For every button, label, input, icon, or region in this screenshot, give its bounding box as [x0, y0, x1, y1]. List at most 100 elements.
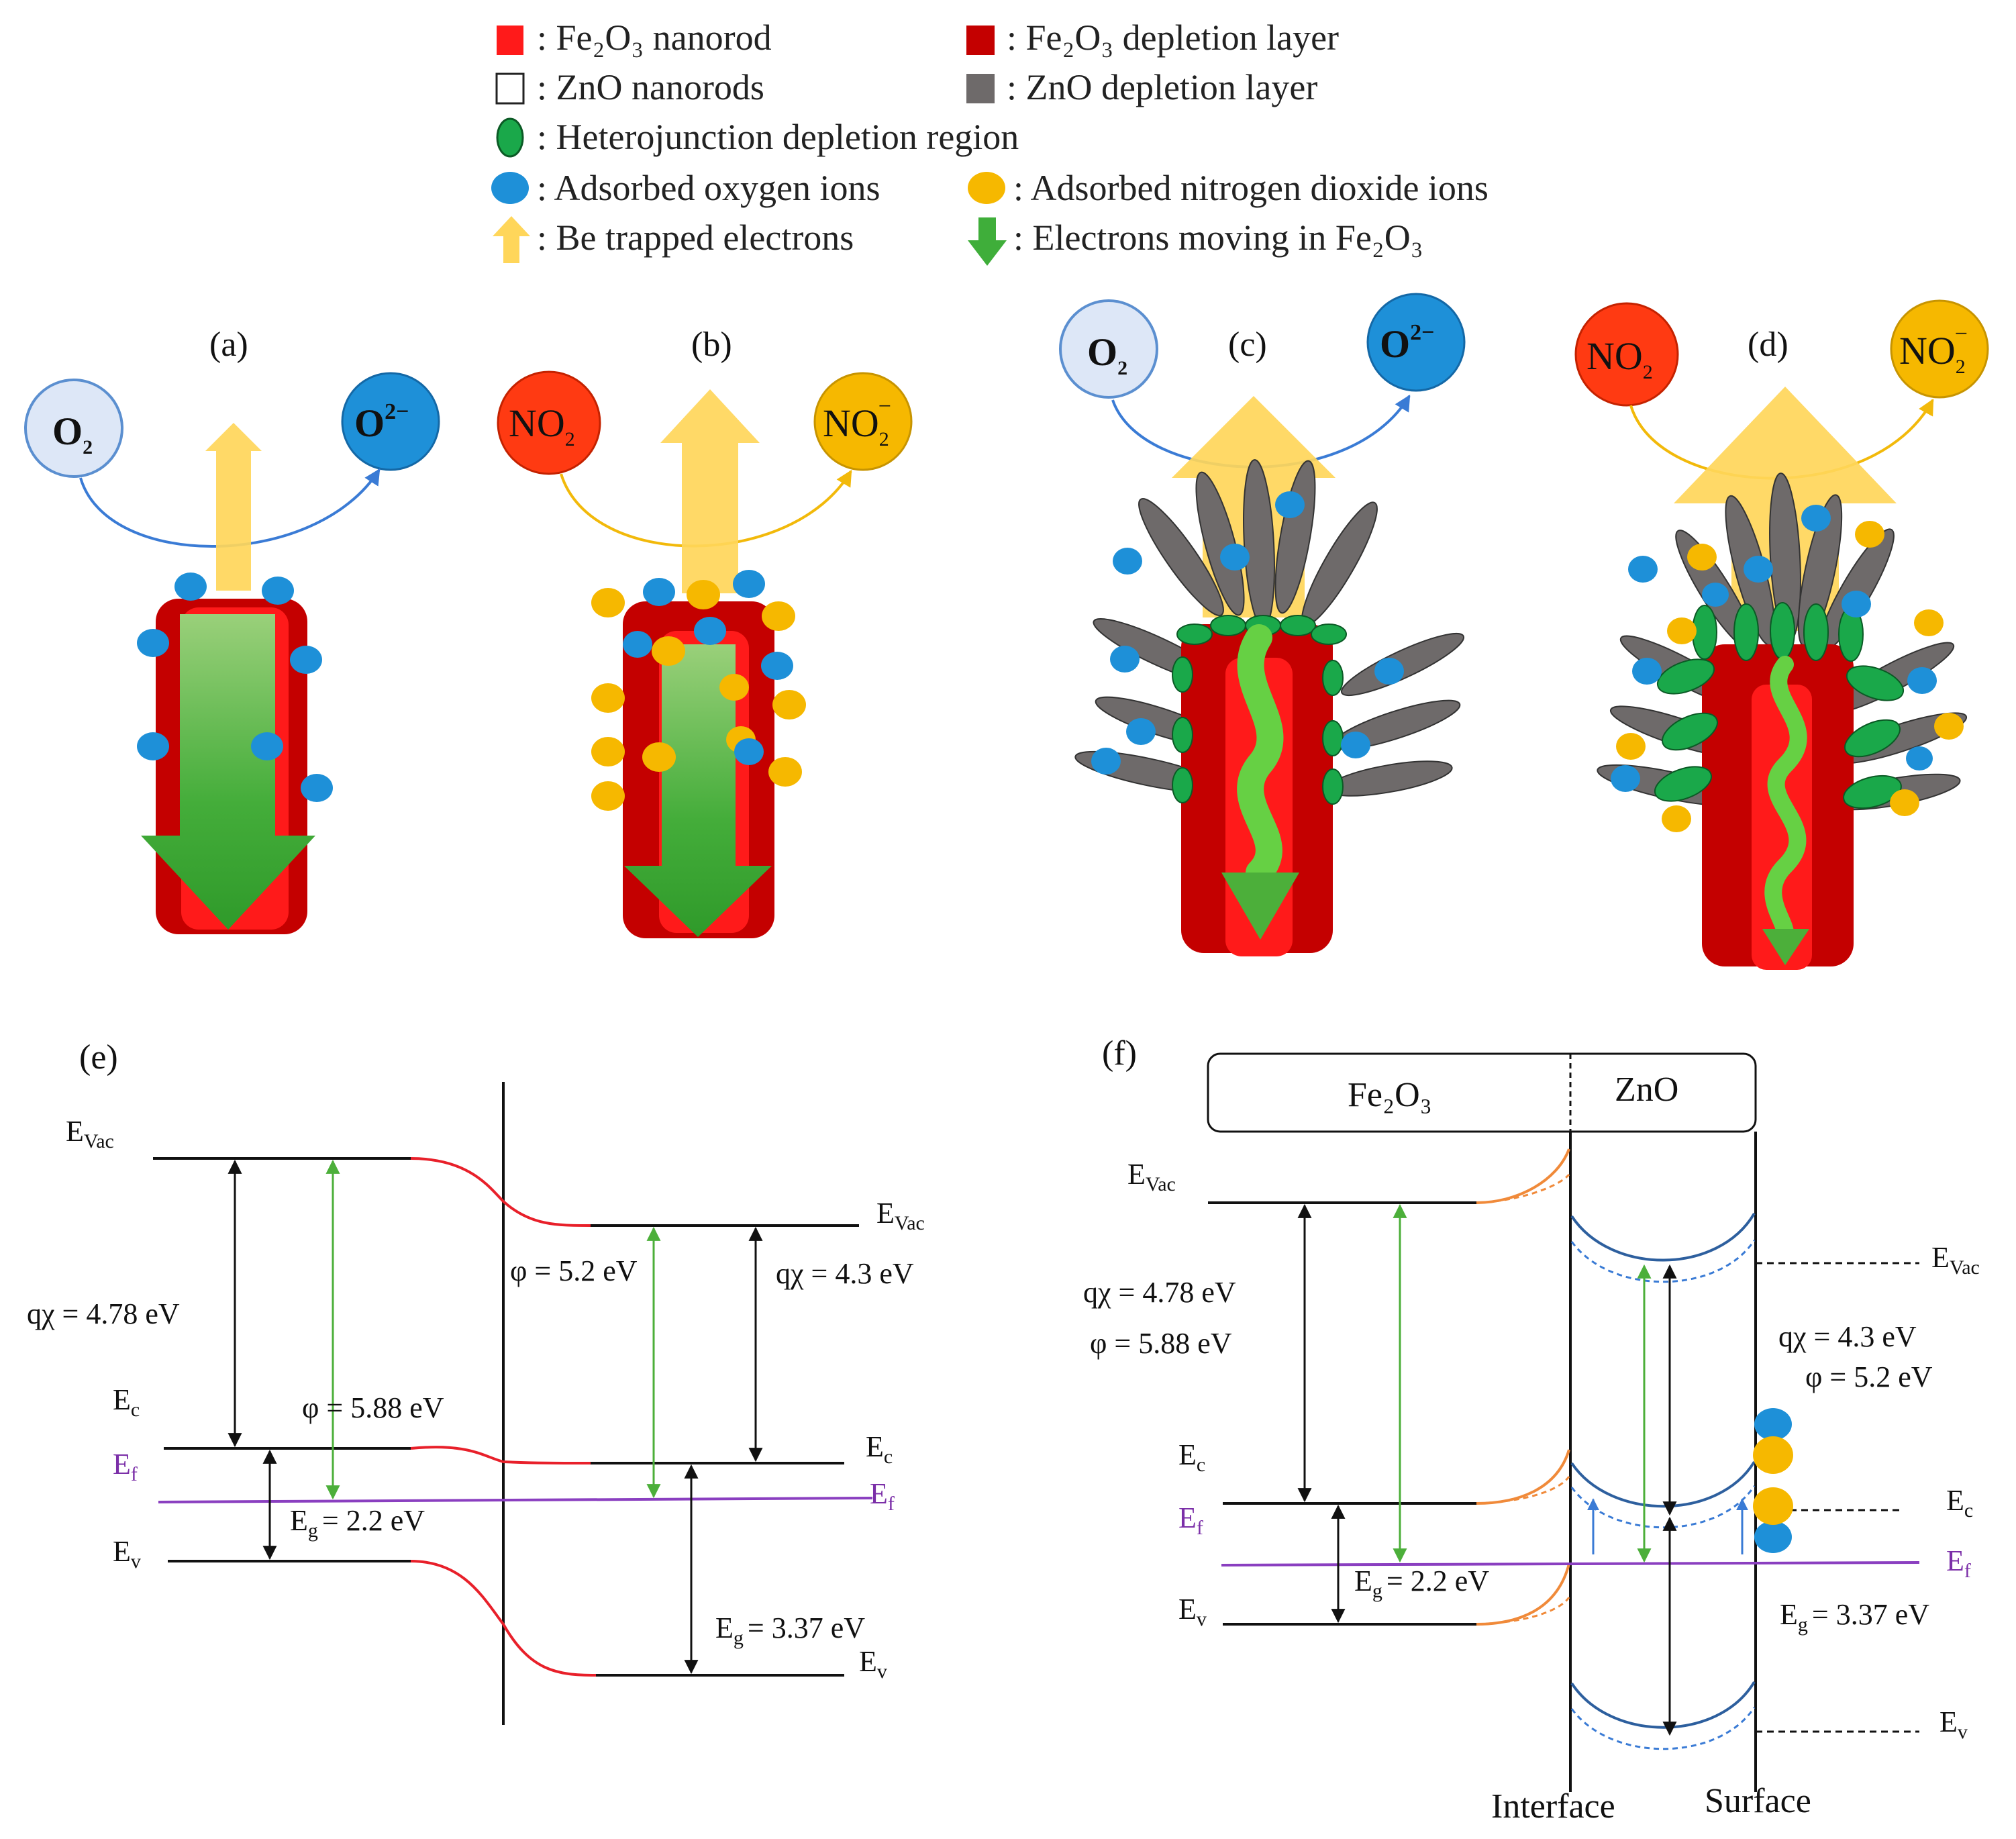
- legend-swatch-no2: [968, 172, 1005, 204]
- eg-left-label: Eg= 2.2 eV: [1354, 1564, 1489, 1602]
- ef-left-label: Ef: [113, 1448, 138, 1485]
- eg-left-label: Eg= 2.2 eV: [290, 1504, 425, 1542]
- legend-heterojunction: : Heterojunction depletion region: [537, 117, 1019, 157]
- ec-left-label: Ec: [113, 1383, 140, 1421]
- ec-bend: [1476, 1449, 1570, 1505]
- qchi-right-label: qχ = 4.3 eV: [1778, 1320, 1917, 1353]
- ev-left-label: Ev: [1178, 1593, 1207, 1630]
- legend-swatch-oxygen: [491, 172, 529, 204]
- eg-right-label: Eg= 3.37 eV: [1780, 1598, 1929, 1636]
- legend-electrons-moving: : Electrons moving in Fe₂O₃: [1013, 217, 1423, 258]
- legend-trapped-electrons: : Be trapped electrons: [537, 217, 854, 258]
- surface-adsorbates: [1753, 1408, 1793, 1553]
- ef-left-label: Ef: [1178, 1501, 1203, 1539]
- o2-ion: [1366, 293, 1466, 392]
- qchi-left-label: qχ = 4.78 eV: [1083, 1276, 1236, 1309]
- zno-ev-curve: [1570, 1681, 1756, 1729]
- no2-label: NO2: [1586, 334, 1653, 383]
- trapped-electron-arrow: [660, 389, 760, 593]
- fe2o3-header: Fe₂O₃: [1348, 1076, 1432, 1114]
- panel-a: (a) O2 O2−: [24, 326, 440, 934]
- no2-ion: [813, 372, 913, 471]
- legend-swatch-trapped-arrow: [493, 216, 530, 263]
- adsorbed-oxygen-ions: [623, 570, 793, 765]
- adsorbed-no2-ions: [591, 580, 806, 811]
- ev-bend-dashed: [1476, 1597, 1570, 1626]
- zno-ev-curve-dashed: [1570, 1707, 1756, 1750]
- no2-molecule: [1574, 302, 1679, 407]
- phi-right-label: φ = 5.2 eV: [1805, 1360, 1933, 1393]
- adsorbed-no2-ions: [1616, 521, 1964, 832]
- o2-ion-label: O2−: [1380, 320, 1435, 366]
- legend-oxygen-ions: : Adsorbed oxygen ions: [537, 168, 880, 208]
- material-header-box: [1207, 1052, 1757, 1133]
- o2-ion: [341, 372, 440, 471]
- adsorbed-oxygen-ions: [137, 573, 333, 802]
- zno-header: ZnO: [1615, 1071, 1678, 1109]
- panel-b: (b) NO2 NO2−: [497, 326, 913, 938]
- legend-swatch-fe2o3-depletion: [966, 26, 995, 55]
- panel-label-a: (a): [209, 326, 248, 364]
- panel-label-f: (f): [1102, 1034, 1137, 1073]
- no2-ion: [1890, 299, 1989, 399]
- o2-molecule: [1059, 299, 1158, 399]
- legend-swatch-fe2o3-nanorod: [497, 26, 523, 55]
- electron-flow-arrowhead: [1762, 929, 1809, 965]
- trapped-electron-arrow: [205, 423, 262, 591]
- ev-bend: [1476, 1563, 1570, 1626]
- o2-label: O2: [1087, 330, 1127, 379]
- legend-zno-depletion: : ZnO depletion layer: [1007, 67, 1317, 107]
- panel-e-band-diagram: (e) EVac Ec Ef Ev qχ = 4.78 eV φ = 5.88 …: [27, 1038, 925, 1725]
- legend-swatch-zno-depletion: [966, 74, 995, 103]
- ev-right-label: Ev: [1939, 1705, 1968, 1743]
- legend-swatch-zno-nanorods: [495, 72, 525, 105]
- o2-ion-label: O2−: [354, 399, 409, 445]
- evac-bend: [1476, 1148, 1570, 1204]
- legend-swatch-heterojunction: [496, 117, 524, 158]
- eg-right-label: Eg= 3.37 eV: [715, 1611, 865, 1649]
- qchi-right-label: qχ = 4.3 eV: [776, 1257, 914, 1290]
- ec-left-label: Ec: [1178, 1438, 1205, 1476]
- phi-left-label: φ = 5.88 eV: [302, 1391, 444, 1424]
- evac-right-label: EVac: [1931, 1241, 1980, 1279]
- electron-flow-arrow: [624, 644, 772, 937]
- ev-bend: [410, 1560, 597, 1677]
- legend-fe2o3-depletion: : Fe₂O₃ depletion layer: [1007, 17, 1339, 58]
- adsorbed-oxygen-ions: [1611, 505, 1937, 792]
- phi-right-label: φ = 5.2 eV: [510, 1254, 638, 1287]
- electron-flow-path: [1237, 624, 1284, 886]
- ev-right-label: Ev: [859, 1645, 887, 1683]
- panel-d: (d) NO2 NO2−: [1574, 299, 1989, 970]
- legend-no2-ions: : Adsorbed nitrogen dioxide ions: [1013, 168, 1489, 208]
- no2-ion-label: NO2−: [823, 394, 891, 450]
- surface-label: Surface: [1705, 1782, 1811, 1820]
- ef-right-label: Ef: [870, 1477, 895, 1515]
- phi-left-label: φ = 5.88 eV: [1090, 1327, 1232, 1360]
- fermi-level: [1221, 1561, 1920, 1567]
- panel-c: (c) O2 O2−: [1059, 293, 1466, 956]
- heterojunction-regions: [1654, 602, 1905, 809]
- ef-right-label: Ef: [1946, 1544, 1971, 1582]
- ec-bend-dashed: [1476, 1476, 1570, 1505]
- electron-flow-path: [1764, 656, 1807, 942]
- electron-flow-arrow: [141, 614, 315, 930]
- reaction-arc: [79, 468, 381, 548]
- o2-molecule: [24, 379, 123, 478]
- panel-label-c: (c): [1228, 326, 1267, 364]
- qchi-left-label: qχ = 4.78 eV: [27, 1297, 180, 1330]
- legend: : Fe₂O₃ nanorod : Fe₂O₃ depletion layer …: [491, 17, 1489, 266]
- legend-swatch-electron-arrow: [968, 217, 1007, 266]
- evac-left-label: EVac: [1127, 1158, 1176, 1195]
- no2-ion-label: NO2−: [1899, 321, 1968, 378]
- panel-label-e: (e): [79, 1038, 118, 1077]
- adsorbed-oxygen-ions: [1091, 491, 1404, 775]
- ec-right-label: Ec: [866, 1430, 893, 1468]
- ec-bend: [410, 1446, 591, 1464]
- legend-fe2o3-nanorod: : Fe₂O₃ nanorod: [537, 17, 772, 58]
- panel-label-b: (b): [691, 326, 732, 364]
- ev-left-label: Ev: [113, 1535, 141, 1573]
- electron-flow-arrowhead: [1221, 873, 1299, 940]
- o2-label: O2: [52, 409, 93, 458]
- no2-molecule: [497, 370, 601, 475]
